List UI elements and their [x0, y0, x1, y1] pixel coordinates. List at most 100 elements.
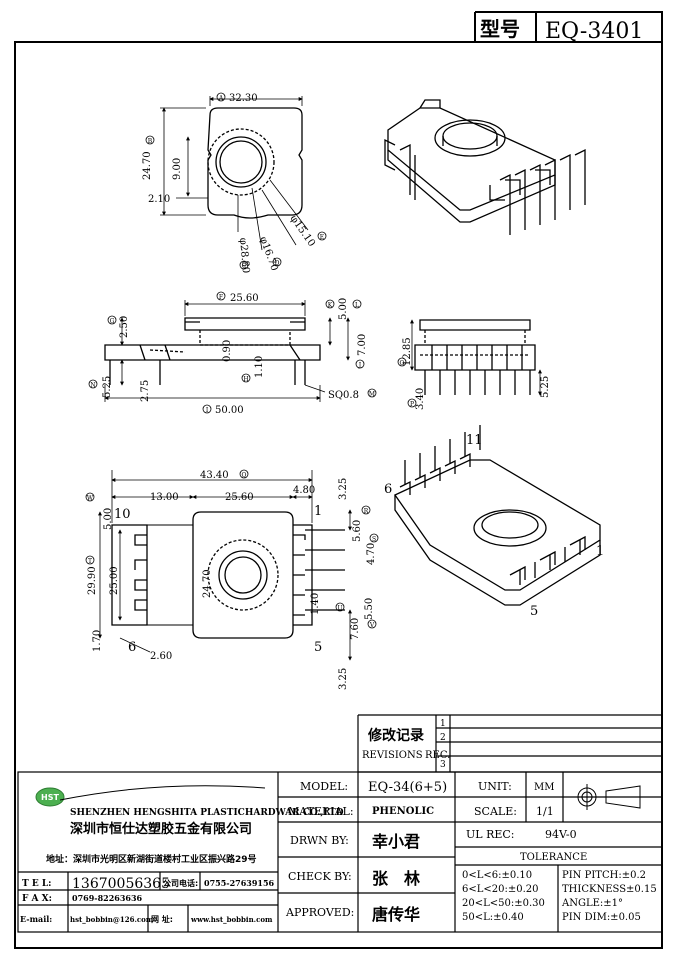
inner-height-label: 24.70: [202, 569, 213, 598]
side-pin-len-label: 5.25: [540, 376, 551, 398]
company-block: HST SHENZHEN HENGSHITA PLASTICHARDWAR CO…: [20, 785, 344, 924]
pin-pitch-a-label: 5.60: [352, 520, 363, 542]
angle-tol: ANGLE:±1°: [561, 898, 623, 909]
drawn-label: DRWN BY:: [290, 834, 349, 847]
email-label: E-mail:: [20, 914, 52, 924]
edge-b-label: 2.60: [150, 651, 172, 662]
overall-width-label: 43.40: [200, 470, 229, 481]
revisions-table: [357, 714, 662, 773]
ul-label: UL REC:: [466, 828, 515, 841]
outer-dia-label: φ28.80: [237, 237, 251, 273]
fax-value: 0769-82263636: [72, 893, 143, 903]
top-view: [160, 96, 309, 251]
web-value: www.hst_bobbin.com: [190, 915, 273, 924]
pin-pitch-tol: PIN PITCH:±0.2: [562, 870, 646, 881]
pin-pitch-b-label: 4.70: [366, 543, 377, 565]
side-base-label: 3.40: [415, 388, 426, 410]
tag-i: I: [206, 407, 209, 414]
iso-top-view: [384, 99, 586, 235]
iso-pin-6: 6: [384, 482, 392, 497]
bottom-view: [98, 470, 352, 661]
tag-g: G: [110, 318, 115, 325]
top-width-label: 32.30: [229, 93, 258, 104]
tag-f: F: [219, 294, 223, 301]
tag-w: W: [87, 495, 94, 502]
unit-value: MM: [534, 782, 554, 793]
mid-span-label: 25.60: [225, 492, 254, 503]
side-height-label: 12.85: [402, 337, 413, 366]
step-a-label: 7.60: [350, 618, 361, 640]
iso-bottom-view: [394, 425, 601, 606]
approved-value: 唐传华: [372, 905, 420, 924]
type-label: 型号: [480, 17, 520, 41]
revisions-subtitle: REVISIONS: [362, 750, 423, 761]
revisions-title: 修改记录: [367, 727, 424, 744]
title-block: [17, 771, 663, 933]
scale-value: 1/1: [536, 805, 554, 818]
model-code: EQ-3401: [545, 19, 643, 44]
front-pin-len-label: 5.25: [102, 376, 113, 398]
tag-d: D: [275, 260, 280, 267]
tag-e: E: [320, 234, 324, 241]
flange-label: 5.00: [338, 298, 349, 320]
tag-q: Q: [242, 472, 247, 479]
bottom-pin-1: 1: [314, 504, 322, 519]
tag-j: J: [358, 362, 362, 369]
company-address: 地址：深圳市光明区新湖街道楼村工业区振兴路29号: [46, 853, 257, 865]
material-value: PHENOLIC: [372, 806, 434, 817]
edge-a-label: 1.70: [92, 630, 103, 652]
tag-u: U: [337, 605, 342, 612]
body-label: 7.00: [357, 334, 368, 356]
pin-gap-label: 1.40: [310, 593, 321, 615]
bottom-pin-6: 6: [128, 640, 136, 655]
thickness-tol: THICKNESS±0.15: [562, 884, 657, 895]
projection-symbol-icon: [574, 784, 641, 810]
header-model-box: 型号 EQ-3401: [474, 11, 663, 44]
ul-value: 94V-0: [545, 828, 577, 841]
tag-p: P: [410, 401, 414, 408]
model-label: MODEL:: [300, 780, 348, 793]
material-label: MATERIAL:: [288, 805, 354, 818]
pin-dim-tol: PIN DIM:±0.05: [562, 912, 641, 923]
left-span-label: 13.00: [150, 492, 179, 503]
tag-r: R: [364, 508, 369, 515]
tag-c: C: [242, 263, 247, 270]
revisions-rec: REC.: [425, 750, 450, 761]
company-tel-value: 0755-27639156: [204, 878, 275, 888]
drawn-value: 幸小君: [372, 832, 420, 851]
company-name-cn: 深圳市恒仕达塑胶五金有限公司: [70, 821, 252, 837]
revision-2: 2: [440, 733, 446, 743]
tel-value: 13670056365: [72, 876, 170, 892]
step-b-label: 5.50: [364, 598, 375, 620]
tag-n: N: [90, 382, 95, 389]
tag-v: V: [369, 622, 375, 629]
bottom-pin-10: 10: [114, 507, 131, 522]
front-top-height-label: 2.50: [119, 316, 130, 338]
fax-label: F A X:: [22, 894, 52, 904]
approved-label: APPROVED:: [285, 906, 354, 919]
tag-o: O: [400, 360, 405, 367]
logo-text: HST: [41, 793, 59, 802]
tag-h: H: [243, 376, 248, 383]
bottom-height-label: 29.90: [87, 566, 98, 595]
iso-pin-11: 11: [466, 433, 483, 448]
tolerance-label: TOLERANCE: [520, 852, 587, 863]
revision-1: 1: [440, 719, 446, 729]
pin-row-label: 25.00: [109, 566, 120, 595]
tolerance-3: 20<L<50:±0.30: [462, 898, 545, 909]
model-value: EQ-34(6+5): [368, 780, 447, 795]
front-view: [104, 300, 350, 402]
tag-b: B: [148, 138, 153, 145]
check-value: 张 林: [372, 869, 420, 888]
edge-offset-label: 2.10: [148, 194, 170, 205]
email-value: hst_bobbin@126.com: [70, 915, 154, 924]
pin-offset-label: 2.75: [140, 380, 151, 402]
sheet-frame: [14, 41, 663, 949]
web-label: 网 址:: [151, 914, 173, 924]
center-offset-label: 9.00: [172, 158, 183, 180]
iso-pin-1: 1: [596, 544, 604, 559]
side-view: [410, 319, 542, 396]
tag-m: M: [369, 391, 375, 398]
tel-label: T E L:: [22, 879, 51, 889]
right-top-label: 3.25: [338, 478, 349, 500]
